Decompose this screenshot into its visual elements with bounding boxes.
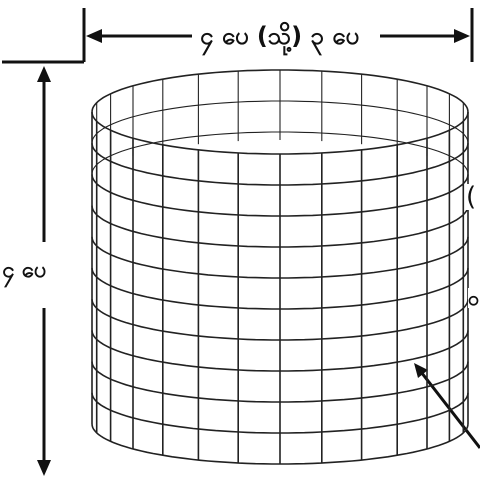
pointer-arrowhead: [414, 363, 428, 378]
arrowheads: [37, 29, 470, 476]
back-horizontal-wire: [91, 131, 469, 175]
height-dimension-label: ၄ ပေ: [2, 258, 47, 284]
right-partial-label-top: (: [466, 182, 477, 212]
back-horizontal-wire: [91, 100, 469, 144]
height-arrowhead-top: [37, 66, 51, 82]
width-dimension-label: ၄ ပေ (သို့) ၃ ပေ: [196, 24, 363, 48]
dimension-lines: [2, 8, 480, 472]
height-arrowhead-bottom: [37, 460, 51, 476]
width-arrowhead-right: [454, 29, 470, 43]
wire-mesh-cylinder: [91, 69, 469, 465]
right-partial-label-bottom: ဝ: [468, 286, 480, 310]
width-arrowhead-left: [86, 29, 102, 43]
